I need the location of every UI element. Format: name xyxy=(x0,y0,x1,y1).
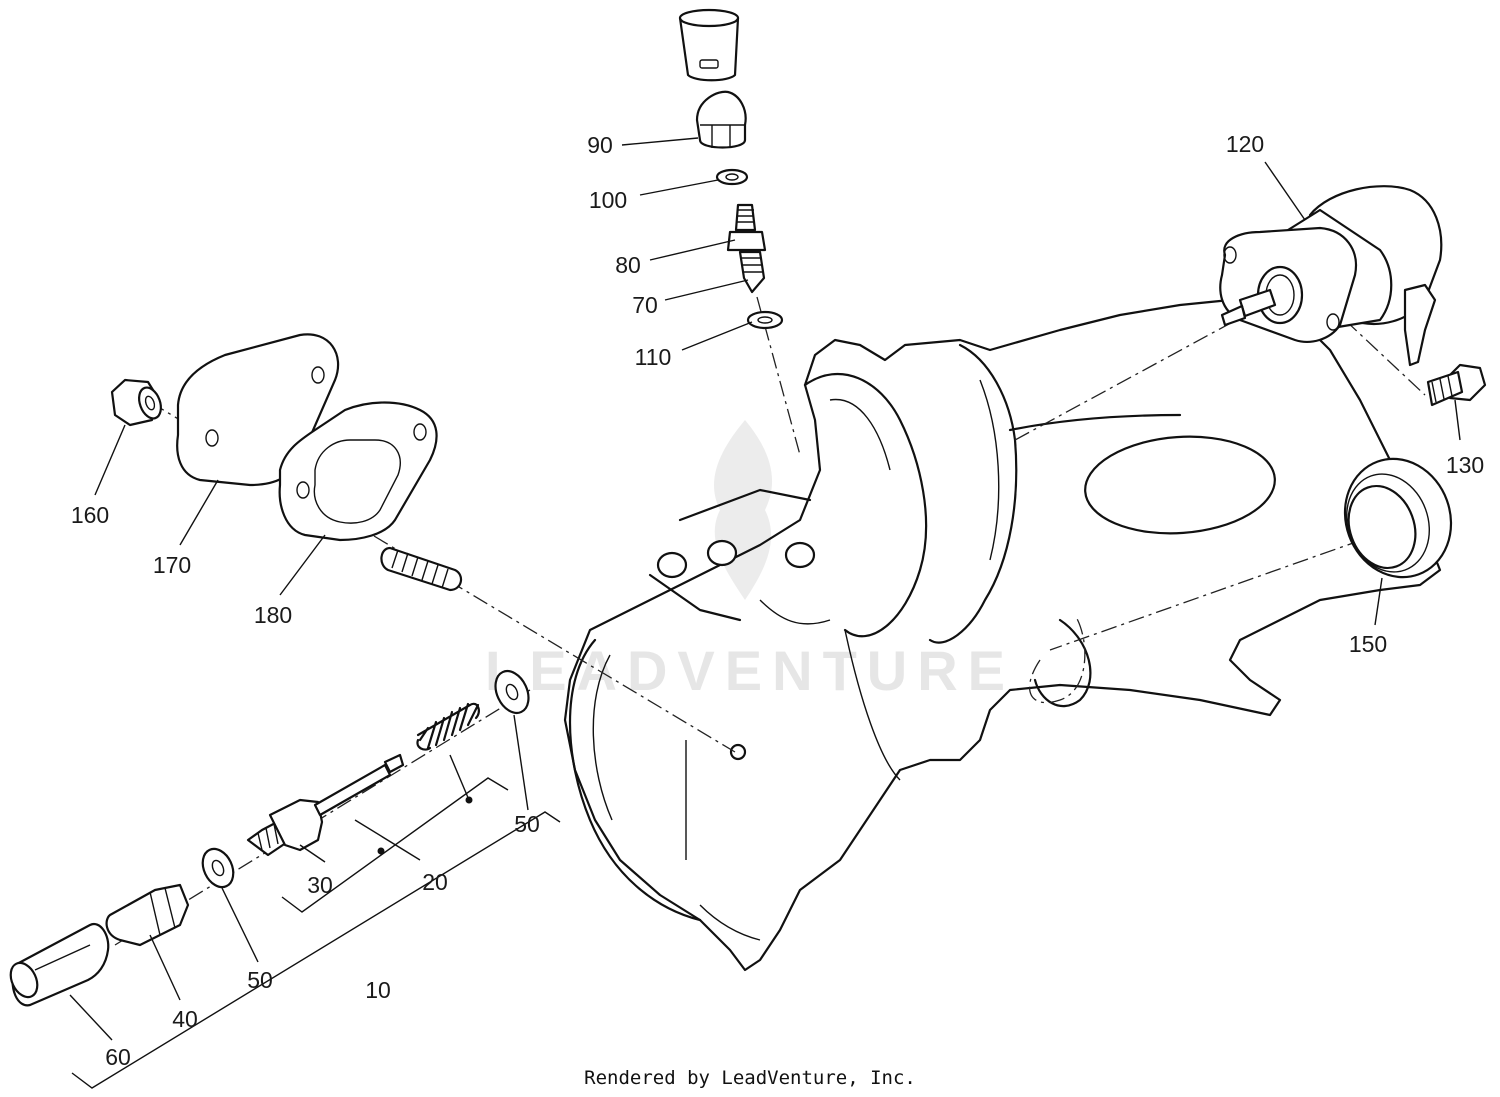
callout-170: 170 xyxy=(153,552,191,578)
callout-120: 120 xyxy=(1226,131,1264,157)
callout-90: 90 xyxy=(587,132,613,158)
part-150-seal xyxy=(1343,457,1453,579)
callout-10: 10 xyxy=(365,977,391,1003)
callout-150: 150 xyxy=(1349,631,1387,657)
part-40-nut xyxy=(105,883,190,947)
part-90-nut xyxy=(695,90,747,149)
engine-housing xyxy=(563,298,1442,972)
callout-130: 130 xyxy=(1446,452,1484,478)
part-160-nut xyxy=(110,378,162,427)
top-cap xyxy=(678,8,740,82)
part-50-washer-upper xyxy=(494,669,530,715)
stud-part xyxy=(380,546,463,592)
part-180-gasket xyxy=(278,401,438,542)
callout-70: 70 xyxy=(632,292,658,318)
callout-50-upper: 50 xyxy=(514,811,540,837)
callout-80: 80 xyxy=(615,252,641,278)
callout-180: 180 xyxy=(254,602,292,628)
part-70-pin xyxy=(738,250,766,294)
part-110-washer xyxy=(746,310,784,330)
callout-20: 20 xyxy=(422,869,448,895)
part-30-valve-body xyxy=(246,753,405,857)
callout-110: 110 xyxy=(635,344,672,370)
part-80-fitting xyxy=(726,203,767,252)
leader-lines xyxy=(69,137,1461,1089)
footer-credit: Rendered by LeadVenture, Inc. xyxy=(584,1067,916,1089)
callout-100: 100 xyxy=(589,187,627,213)
callout-160: 160 xyxy=(71,502,109,528)
part-130-bolt xyxy=(1426,363,1487,407)
callout-30: 30 xyxy=(307,872,333,898)
callout-40: 40 xyxy=(172,1006,198,1032)
watermark: LEADVENTURE xyxy=(485,420,1015,702)
part-20-spring xyxy=(416,702,480,751)
watermark-text: LEADVENTURE xyxy=(485,639,1015,702)
part-120-solenoid xyxy=(1219,185,1443,367)
callout-60: 60 xyxy=(105,1044,131,1070)
callout-50-lower: 50 xyxy=(247,967,273,993)
part-50-washer-lower xyxy=(201,847,235,889)
part-100-washer xyxy=(715,168,749,186)
part-60-cap xyxy=(9,922,110,1007)
callout-labels: 90 100 80 70 110 120 130 150 160 170 180… xyxy=(71,131,1484,1070)
